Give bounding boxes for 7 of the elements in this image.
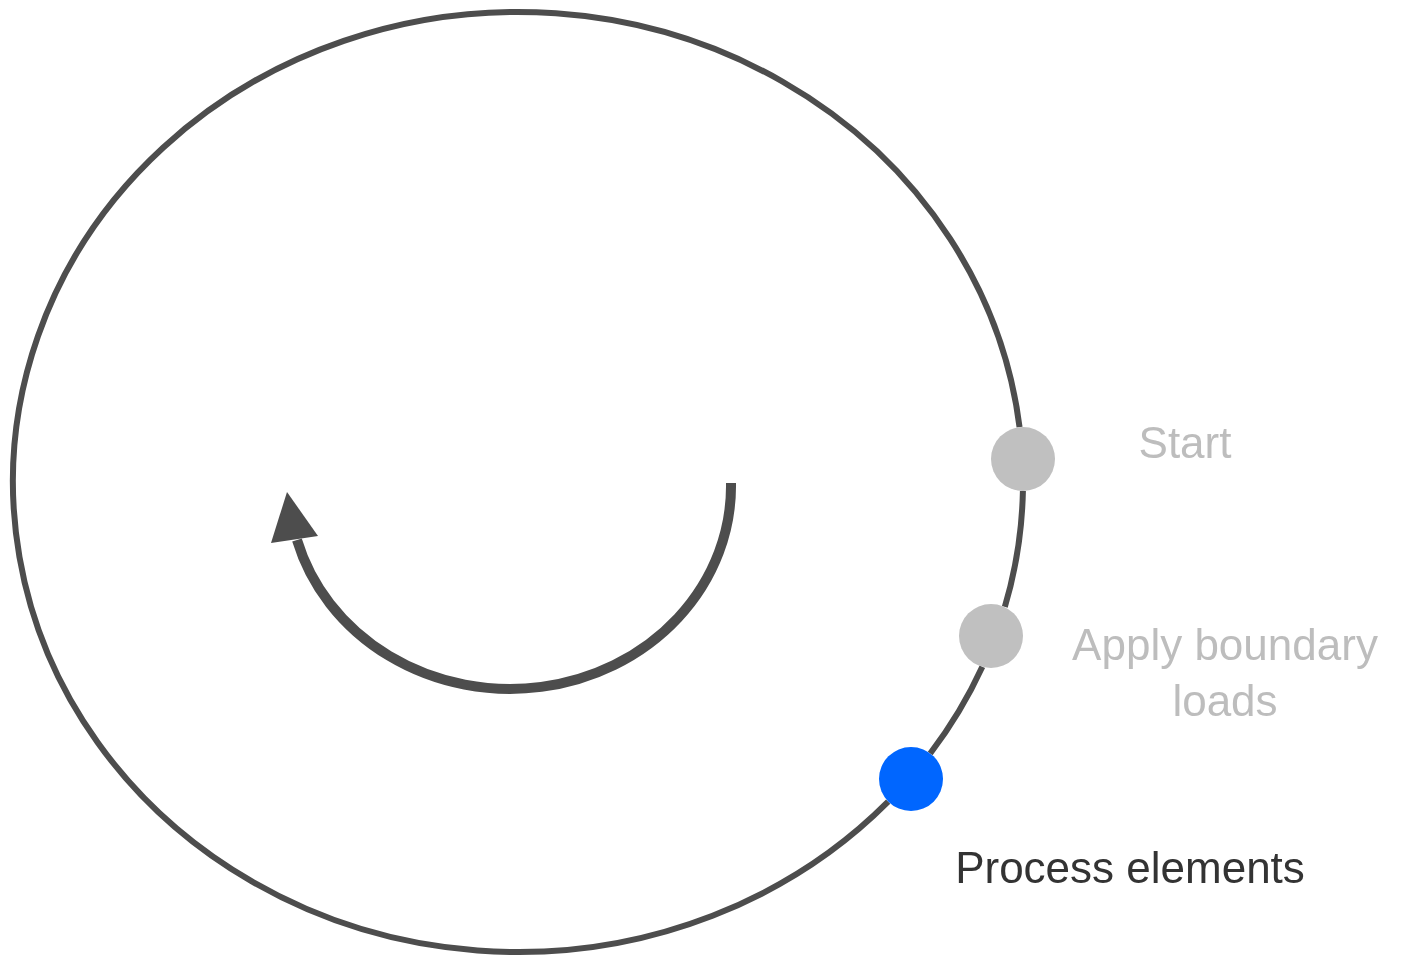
step-label: Start (1137, 417, 1233, 469)
step-label: Apply boundary loads (1071, 619, 1379, 727)
cycle-arc (10, 9, 1023, 955)
step-dot (879, 747, 943, 811)
cycle-arc (1001, 490, 1026, 608)
cycle-arc (927, 665, 986, 756)
step-label: Process elements (954, 842, 1306, 894)
